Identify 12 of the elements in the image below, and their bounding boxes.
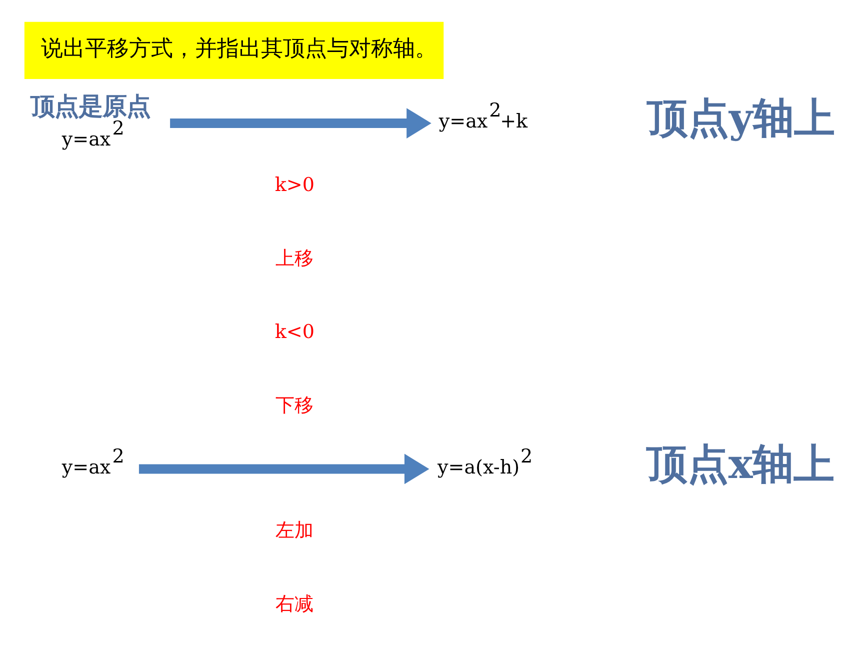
label: 右减 (276, 592, 314, 615)
arrow (170, 108, 432, 138)
label: k<0 (274, 320, 314, 342)
label: 左加 (276, 519, 314, 542)
label: 上移 (276, 246, 314, 269)
node-label: 顶点是原点 (30, 90, 151, 120)
arrow (138, 453, 430, 484)
label: 顶点x轴上 (646, 439, 835, 488)
diagram-title: 说出平移方式，并指出其顶点与对称轴。 (40, 36, 437, 62)
label: 下移 (276, 394, 314, 416)
label: 顶点y轴上 (647, 94, 835, 142)
label: k>0 (274, 173, 314, 196)
